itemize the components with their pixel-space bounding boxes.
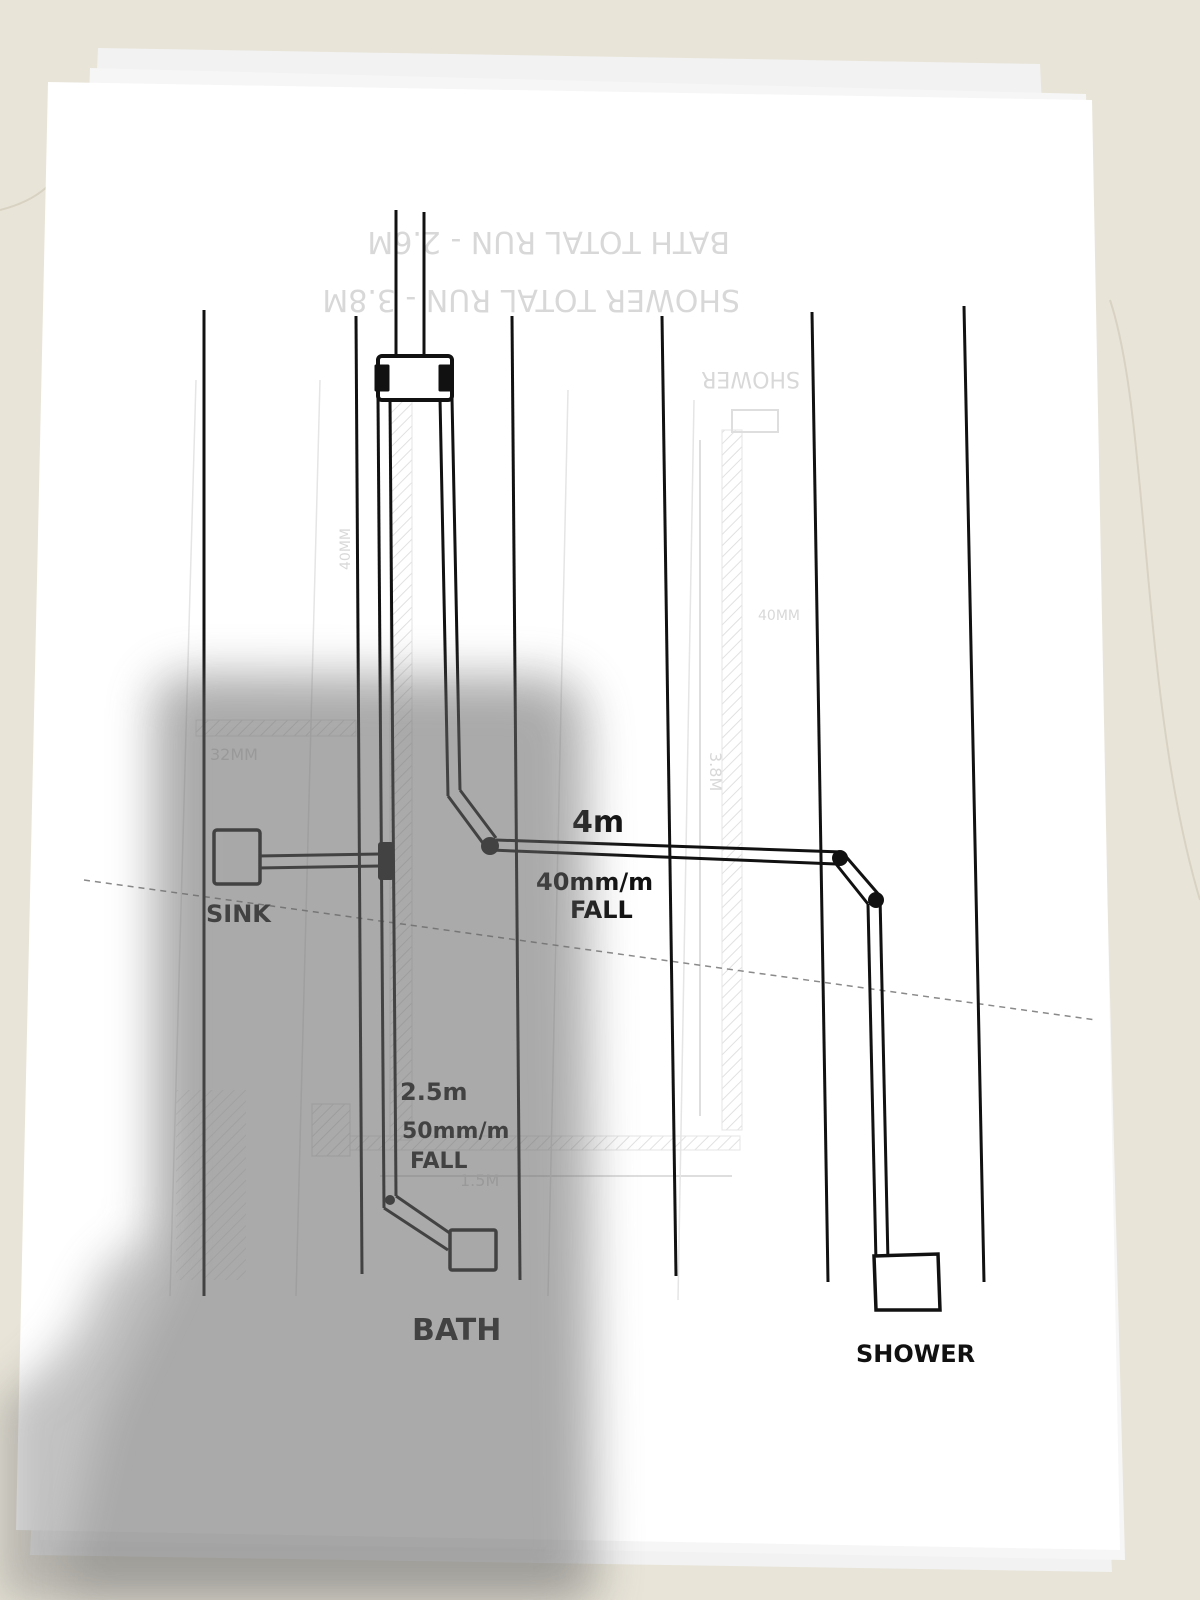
shower-elbow-bottom-fitting — [868, 892, 884, 908]
show-through-dim-1: 40MM — [338, 528, 354, 570]
shower-bend-outer — [840, 851, 882, 897]
vertical-line-4 — [660, 315, 678, 1277]
vertical-line-6 — [962, 305, 986, 1283]
shower-bend-inner — [834, 863, 870, 905]
top-fitting-cap-right — [438, 364, 454, 392]
show-through-line-2: SHOWER TOTAL RUN - 3.8M — [322, 282, 740, 317]
show-through-line-1: BATH TOTAL RUN - 2.6M — [367, 224, 730, 259]
top-fitting-cap-left — [374, 364, 390, 392]
show-through-dim-4: 3.8M — [706, 752, 725, 791]
show-through-shower-label: SHOWER — [701, 366, 800, 391]
shower-label: SHOWER — [856, 1340, 975, 1368]
pencil-guide — [677, 399, 695, 1301]
shower-fixture — [872, 1252, 942, 1312]
show-through-dim-2: 40MM — [758, 608, 800, 624]
vertical-line-5 — [810, 311, 830, 1283]
shower-elbow-top-fitting — [832, 850, 848, 866]
show-through-fitting — [731, 409, 779, 433]
show-through-pipe — [721, 429, 743, 1131]
marble-vein — [1109, 299, 1200, 901]
shower-drop-left — [866, 903, 878, 1263]
shower-drop-right — [878, 895, 890, 1263]
phone-shadow-core — [60, 692, 576, 1600]
